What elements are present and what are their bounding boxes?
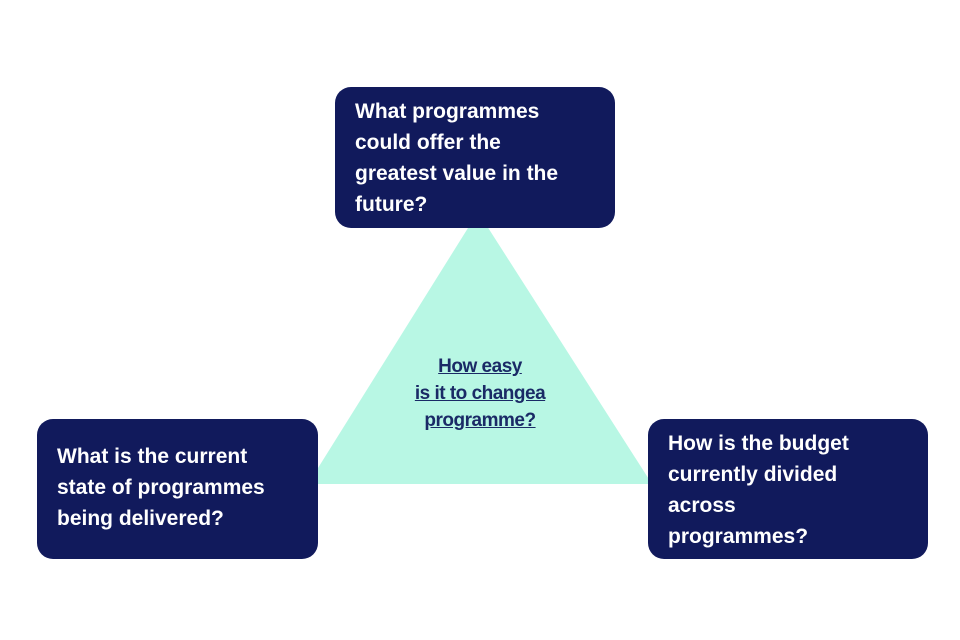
triangle-shape <box>308 212 652 484</box>
right-question-box: How is the budget currently divided acro… <box>648 419 928 559</box>
center-question: How easy is it to changea programme? <box>414 356 546 431</box>
left-question-box: What is the current state of programmes … <box>37 419 318 559</box>
top-question-box: What programmes could offer the greatest… <box>335 87 615 228</box>
